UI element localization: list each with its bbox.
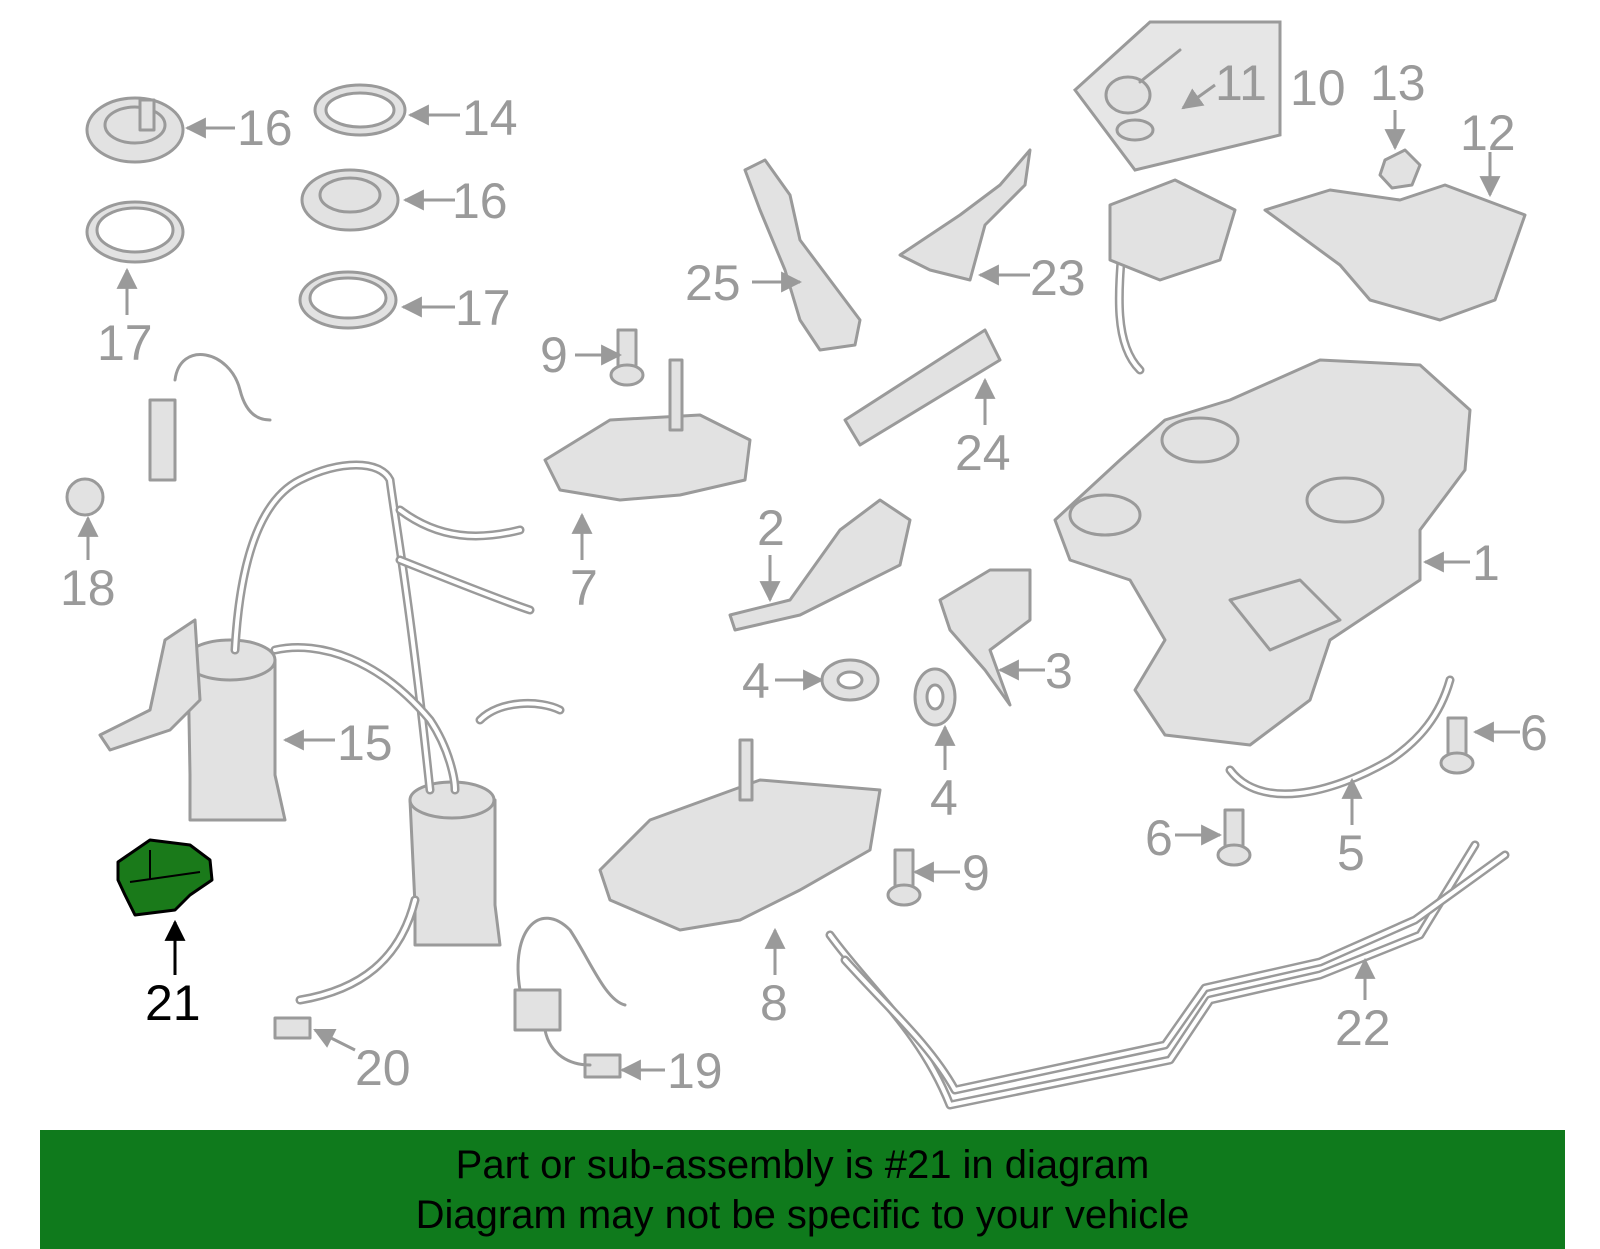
- info-banner: Part or sub-assembly is #21 in diagram D…: [40, 1130, 1565, 1249]
- part-5-strap: [1225, 675, 1455, 799]
- part-8-shield: [598, 738, 882, 932]
- part-17-seal-mid: [298, 270, 398, 330]
- callout-13: 13: [1370, 55, 1426, 111]
- part-22-fuel-lines: [825, 840, 1510, 1110]
- callout-16a: 16: [237, 100, 293, 156]
- banner-line-part-number: Part or sub-assembly is #21 in diagram: [455, 1143, 1150, 1187]
- callout-2: 2: [757, 500, 785, 556]
- callout-6b: 6: [1145, 810, 1173, 866]
- part-4-grommet-b: [913, 667, 957, 727]
- callout-21: 21: [145, 975, 201, 1031]
- part-23-bracket: [898, 148, 1032, 282]
- part-16-pump-flange-top: [85, 96, 185, 164]
- callout-1: 1: [1472, 535, 1500, 591]
- part-1-fuel-tank: [1053, 178, 1472, 747]
- part-16-pump-flange-mid: [300, 168, 400, 232]
- callout-3: 3: [1045, 643, 1073, 699]
- callout-20: 20: [355, 1040, 411, 1096]
- callout-14: 14: [462, 90, 518, 146]
- part-2-heat-shield: [728, 498, 912, 632]
- callout-4a: 4: [742, 653, 770, 709]
- callout-5: 5: [1337, 825, 1365, 881]
- part-9-bolt-top: [609, 328, 645, 387]
- part-4-grommet-a: [820, 658, 880, 702]
- leader-arrows: [77, 83, 1520, 1081]
- part-14-lock-ring: [313, 83, 407, 137]
- part-12-heat-shield: [1263, 183, 1527, 322]
- part-13-nut: [1378, 148, 1422, 190]
- callout-16b: 16: [452, 173, 508, 229]
- banner-line-disclaimer: Diagram may not be specific to your vehi…: [415, 1193, 1190, 1237]
- callout-11: 11: [1215, 55, 1267, 111]
- part-20-connector: [273, 1016, 312, 1040]
- callout-17a: 17: [97, 315, 153, 371]
- part-9-bolt-bottom: [886, 848, 922, 907]
- callout-10: 10: [1290, 60, 1346, 116]
- callout-18: 18: [60, 560, 116, 616]
- callout-15: 15: [337, 715, 393, 771]
- part-25-bracket: [743, 158, 862, 352]
- callout-25: 25: [685, 255, 741, 311]
- callout-7: 7: [570, 560, 598, 616]
- callout-8: 8: [760, 975, 788, 1031]
- part-6-bolt-b: [1216, 808, 1252, 867]
- callout-9b: 9: [962, 845, 990, 901]
- part-21-control-module: [116, 838, 214, 917]
- part-24-rail: [843, 328, 1002, 447]
- part-15-fuel-pump-assembly: [98, 460, 565, 1005]
- part-3-heat-shield: [938, 568, 1032, 707]
- callout-12: 12: [1460, 105, 1516, 161]
- callout-4b: 4: [930, 770, 958, 826]
- part-7-shield: [543, 358, 752, 502]
- parts-diagram: 16 14 16 17 17 11 10 13 12 25 23 9 24 7 …: [60, 20, 1548, 1110]
- part-18-sensor: [65, 353, 272, 517]
- callout-6a: 6: [1520, 705, 1548, 761]
- callout-23: 23: [1030, 250, 1086, 306]
- callout-9a: 9: [540, 327, 568, 383]
- part-10-filler-cap-box: [1072, 20, 1282, 172]
- callout-19: 19: [667, 1043, 723, 1099]
- part-6-bolt-a: [1439, 716, 1475, 775]
- callout-24: 24: [955, 425, 1011, 481]
- callout-17b: 17: [455, 280, 511, 336]
- callout-labels: 16 14 16 17 17 11 10 13 12 25 23 9 24 7 …: [60, 55, 1548, 1099]
- callout-22: 22: [1335, 1000, 1391, 1056]
- part-19-sensor: [513, 916, 627, 1079]
- part-17-seal-left: [85, 200, 185, 264]
